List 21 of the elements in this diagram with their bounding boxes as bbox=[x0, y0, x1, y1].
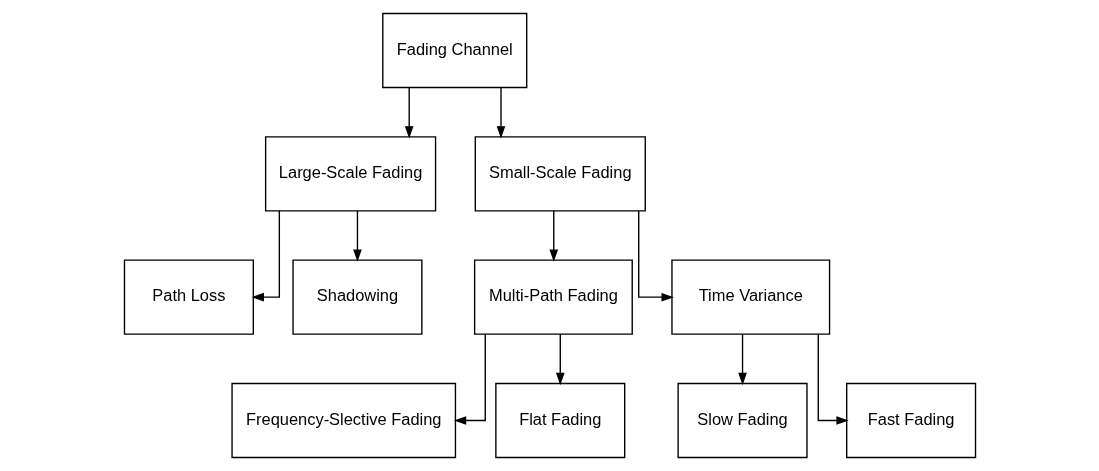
arrow bbox=[637, 210, 674, 302]
arrow bbox=[548, 210, 558, 262]
node-box: Path Loss bbox=[123, 259, 254, 335]
node-box: Shadowing bbox=[291, 259, 423, 335]
arrow bbox=[453, 333, 486, 425]
arrow bbox=[737, 333, 747, 386]
arrow bbox=[352, 210, 362, 262]
node-box: Multi-Path Fading bbox=[473, 259, 633, 335]
node-box: Fading Channel bbox=[381, 12, 527, 89]
node-box: Small-Scale Fading bbox=[474, 136, 646, 212]
arrow bbox=[404, 86, 413, 139]
node-box: Large-Scale Fading bbox=[264, 136, 436, 212]
node-box: Slow Fading bbox=[676, 382, 808, 459]
arrow bbox=[817, 333, 849, 425]
node-box: Time Variance bbox=[670, 259, 830, 335]
arrow bbox=[496, 86, 505, 139]
node-box: Frequency-Slective Fading bbox=[230, 382, 456, 459]
arrow bbox=[251, 210, 280, 302]
node-box: Flat Fading bbox=[494, 382, 625, 459]
node-box: Fast Fading bbox=[845, 382, 976, 459]
arrow bbox=[555, 333, 565, 386]
